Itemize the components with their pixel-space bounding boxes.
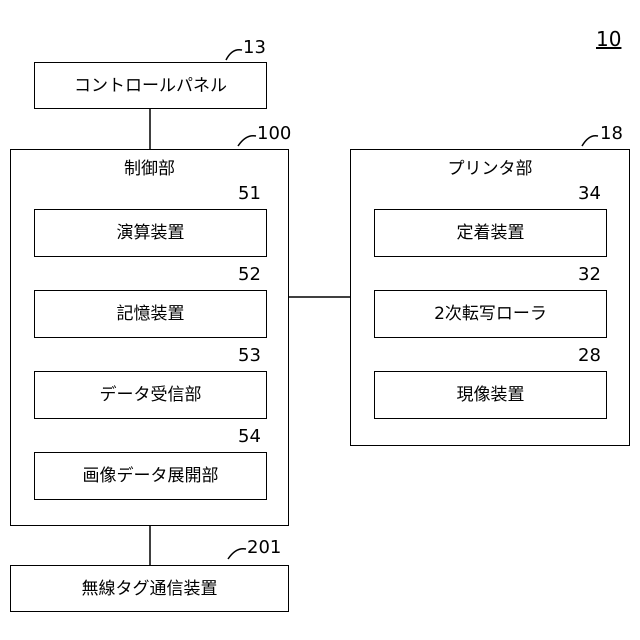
image-data-expander-label: 画像データ展開部 — [35, 466, 266, 486]
secondary-transfer-roller-label: 2次転写ローラ — [375, 304, 606, 324]
data-receiver-box: データ受信部 — [34, 371, 267, 419]
control-panel-box: コントロールパネル — [34, 62, 267, 109]
ref-image-data-expander: 54 — [238, 427, 261, 447]
leader-18 — [582, 136, 598, 146]
ref-control-panel: 13 — [243, 38, 266, 58]
control-panel-label: コントロールパネル — [35, 76, 266, 96]
ref-printer: 18 — [600, 124, 623, 144]
fixing-device-label: 定着装置 — [375, 223, 606, 243]
leader-201 — [228, 549, 246, 559]
image-data-expander-box: 画像データ展開部 — [34, 452, 267, 500]
controller-label: 制御部 — [11, 159, 288, 179]
arithmetic-unit-label: 演算装置 — [35, 223, 266, 243]
storage-device-box: 記憶装置 — [34, 290, 267, 338]
storage-device-label: 記憶装置 — [35, 304, 266, 324]
ref-data-receiver: 53 — [238, 346, 261, 366]
secondary-transfer-roller-box: 2次転写ローラ — [374, 290, 607, 338]
wireless-tag-label: 無線タグ通信装置 — [11, 579, 288, 599]
ref-storage-device: 52 — [238, 265, 261, 285]
ref-fixing-device: 34 — [578, 184, 601, 204]
data-receiver-label: データ受信部 — [35, 385, 266, 405]
fixing-device-box: 定着装置 — [374, 209, 607, 257]
arithmetic-unit-box: 演算装置 — [34, 209, 267, 257]
figure-number: 10 — [596, 28, 621, 50]
ref-arithmetic-unit: 51 — [238, 184, 261, 204]
leader-13 — [226, 50, 242, 60]
developing-device-box: 現像装置 — [374, 371, 607, 419]
wireless-tag-box: 無線タグ通信装置 — [10, 565, 289, 612]
leader-100 — [238, 136, 256, 146]
developing-device-label: 現像装置 — [375, 385, 606, 405]
ref-developing-device: 28 — [578, 346, 601, 366]
ref-wireless-tag: 201 — [247, 538, 281, 558]
printer-label: プリンタ部 — [351, 159, 629, 179]
ref-controller: 100 — [257, 124, 291, 144]
ref-secondary-transfer-roller: 32 — [578, 265, 601, 285]
